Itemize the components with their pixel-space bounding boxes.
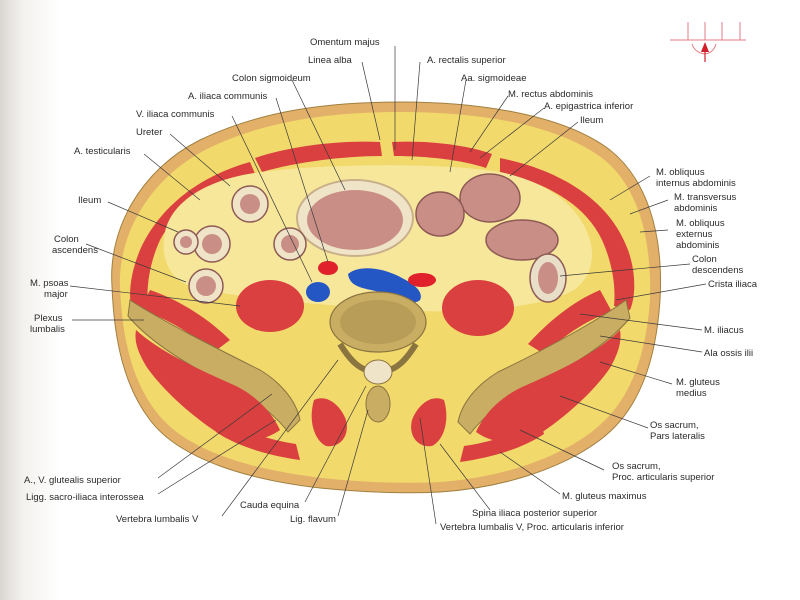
posterior-muscles xyxy=(140,280,612,354)
label-ureter: Ureter xyxy=(136,127,162,138)
label-colon-ascendens-1: Colon xyxy=(54,234,79,245)
m-gluteus-maximus-right-shape xyxy=(460,420,544,462)
label-spina-iliaca: Spina iliaca posterior superior xyxy=(472,508,597,519)
label-cauda-equina: Cauda equina xyxy=(240,500,300,511)
cauda-equina-shape xyxy=(363,359,393,385)
label-colon-sigmoideum: Colon sigmoideum xyxy=(232,73,311,84)
label-plexus-lumbalis-2: lumbalis xyxy=(30,324,65,335)
label-omentum-majus: Omentum majus xyxy=(310,37,380,48)
label-os-sacrum-lateralis-2: Pars lateralis xyxy=(650,431,705,442)
a-iliaca-communis-left-shape xyxy=(408,273,436,287)
label-plexus-lumbalis-1: Plexus xyxy=(34,313,63,324)
peritoneal-cavity xyxy=(163,165,593,312)
label-m-gluteus-medius-2: medius xyxy=(676,388,707,399)
label-crista-iliaca: Crista iliaca xyxy=(708,279,758,290)
leader-lines xyxy=(69,46,707,525)
label-colon-descendens-1: Colon xyxy=(692,254,717,265)
label-linea-alba: Linea alba xyxy=(308,55,353,66)
m-rectus-abdominis-right-shape xyxy=(392,141,492,168)
label-m-gluteus-maximus: M. gluteus maximus xyxy=(562,491,647,502)
m-iliacus-left-shape xyxy=(140,290,230,352)
colon-sigmoideum-lumen xyxy=(307,190,403,250)
label-m-psoas-major-2: major xyxy=(44,289,68,300)
label-os-sacrum-articularis-1: Os sacrum, xyxy=(612,461,661,472)
label-m-transversus-1: M. transversus xyxy=(674,192,737,203)
body-section-orientation-icon xyxy=(670,22,746,62)
label-ileum-left: Ileum xyxy=(78,195,101,206)
label-os-sacrum-articularis-2: Proc. articularis superior xyxy=(612,472,714,483)
label-a-iliaca-communis: A. iliaca communis xyxy=(188,91,267,102)
label-colon-ascendens-2: ascendens xyxy=(52,245,98,256)
vertebra-lumbalis-v-shape xyxy=(329,291,427,423)
m-gluteus-maximus-left-shape xyxy=(216,418,300,460)
label-a-v-glutealis-superior: A., V. glutealis superior xyxy=(24,475,121,486)
label-m-transversus-2: abdominis xyxy=(674,203,718,214)
m-gluteus-medius-right-shape xyxy=(476,330,621,443)
label-m-obliquus-externus-3: abdominis xyxy=(676,240,720,251)
ala-left-shape xyxy=(127,299,301,433)
label-m-iliacus: M. iliacus xyxy=(704,325,744,336)
label-m-psoas-major-1: M. psoas xyxy=(30,278,69,289)
erector-spinae-right xyxy=(411,398,447,447)
label-lig-flavum: Lig. flavum xyxy=(290,514,336,525)
label-a-rectalis-superior: A. rectalis superior xyxy=(427,55,506,66)
ileum-loops-right xyxy=(415,173,567,303)
label-aa-sigmoideae: Aa. sigmoideae xyxy=(461,73,526,84)
label-vertebra-lumbalis-v: Vertebra lumbalis V xyxy=(116,514,199,525)
erector-spinae-left xyxy=(311,398,347,447)
label-os-sacrum-lateralis-1: Os sacrum, xyxy=(650,420,699,431)
label-m-obliquus-externus-1: M. obliquus xyxy=(676,218,725,229)
ileum-loops-left xyxy=(173,185,307,304)
m-iliacus-right-shape xyxy=(528,290,612,354)
m-psoas-major-left-shape xyxy=(236,280,304,332)
m-gluteus-medius-left-shape xyxy=(135,330,280,441)
label-colon-descendens-2: descendens xyxy=(692,265,743,276)
label-ileum-top: Ileum xyxy=(580,115,603,126)
label-v-iliaca-communis: V. iliaca communis xyxy=(136,109,215,120)
m-rectus-abdominis-left-shape xyxy=(255,141,382,172)
label-ala-ossis-ilii: Ala ossis ilii xyxy=(704,348,753,359)
label-vertebra-lumbalis-v-proc: Vertebra lumbalis V, Proc. articularis i… xyxy=(440,522,624,533)
label-m-obliquus-internus-2: internus abdominis xyxy=(656,178,736,189)
gluteal-muscles xyxy=(135,330,621,462)
label-a-testicularis: A. testicularis xyxy=(74,146,131,157)
label-m-obliquus-internus-1: M. obliquus xyxy=(656,167,705,178)
label-a-epigastrica-inferior: A. epigastrica inferior xyxy=(544,101,633,112)
structure-labels: Omentum majus Linea alba A. rectalis sup… xyxy=(24,37,758,533)
m-psoas-major-right-shape xyxy=(442,280,514,336)
label-m-rectus-abdominis: M. rectus abdominis xyxy=(508,89,593,100)
label-ligg-sacro-iliaca: Ligg. sacro-iliaca interossea xyxy=(26,492,144,503)
v-iliaca-communis-left-shape xyxy=(306,282,330,302)
great-vessels xyxy=(306,261,436,303)
v-iliaca-communis-right-shape xyxy=(348,268,421,303)
a-iliaca-communis-right-shape xyxy=(318,261,338,275)
label-m-gluteus-medius-1: M. gluteus xyxy=(676,377,720,388)
label-m-obliquus-externus-2: externus xyxy=(676,229,713,240)
